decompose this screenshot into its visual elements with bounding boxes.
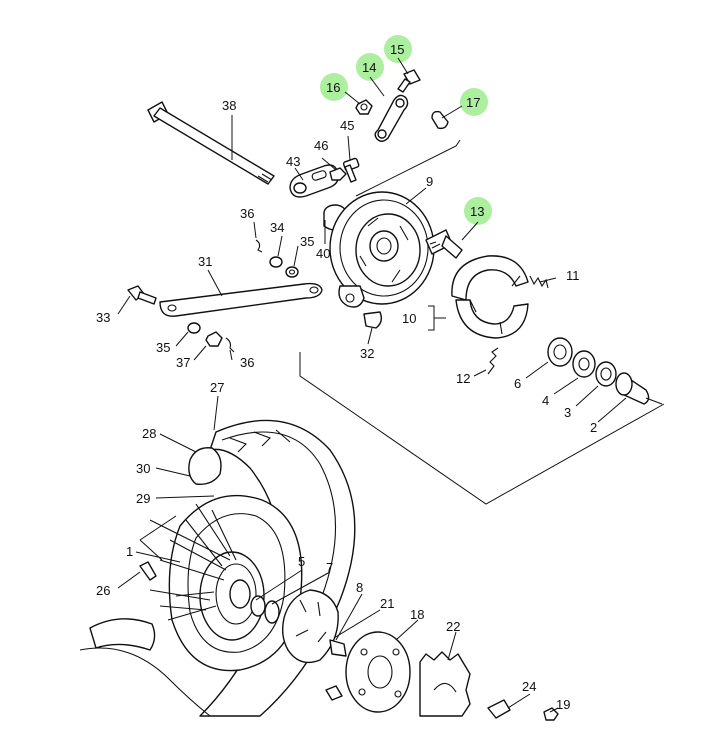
bolt-33 xyxy=(127,285,157,305)
brake-panel xyxy=(329,191,435,308)
label-15: 15 xyxy=(390,42,404,57)
nut-19 xyxy=(543,707,559,721)
label-43: 43 xyxy=(286,154,300,169)
label-40: 40 xyxy=(316,246,330,261)
label-4: 4 xyxy=(542,393,549,408)
brake-rod-link-14 xyxy=(374,94,409,142)
tire-outer-cut xyxy=(79,618,211,717)
label-21: 21 xyxy=(380,596,394,611)
bearing-4 xyxy=(572,350,596,378)
label-31: 31 xyxy=(198,254,212,269)
label-8: 8 xyxy=(356,580,363,595)
label-34: 34 xyxy=(270,220,284,235)
highlight-16 xyxy=(320,73,348,101)
label-35-upper: 35 xyxy=(300,234,314,249)
tension-bar-31 xyxy=(159,282,323,317)
label-22: 22 xyxy=(446,619,460,634)
highlight-13 xyxy=(464,197,492,225)
label-13: 13 xyxy=(470,204,484,219)
label-5: 5 xyxy=(298,554,305,569)
washer-34 xyxy=(269,256,283,268)
callout-labels: 38 43 40 46 45 15 14 16 17 9 13 10 11 12… xyxy=(96,42,597,712)
nut-37 xyxy=(205,331,223,347)
label-30: 30 xyxy=(136,461,150,476)
brake-adjuster-13 xyxy=(425,229,463,259)
wheel-hub xyxy=(199,551,265,641)
washer-35-upper xyxy=(285,266,299,278)
label-24: 24 xyxy=(522,679,536,694)
spring-12 xyxy=(487,347,499,375)
spoke-nipple-26 xyxy=(139,561,157,581)
assembly-line-top xyxy=(355,139,461,197)
cotter-pin-36-upper xyxy=(255,239,263,253)
label-1: 1 xyxy=(126,544,133,559)
label-9: 9 xyxy=(426,174,433,189)
label-36-lower: 36 xyxy=(240,355,254,370)
label-3: 3 xyxy=(564,405,571,420)
rear-axle-shaft xyxy=(147,101,275,185)
inner-tube xyxy=(188,447,222,485)
label-17: 17 xyxy=(466,95,480,110)
label-6: 6 xyxy=(514,376,521,391)
collar-8 xyxy=(329,639,347,657)
oil-seal-7 xyxy=(264,600,280,624)
label-37: 37 xyxy=(176,355,190,370)
brake-cam-lever xyxy=(289,164,339,198)
label-2: 2 xyxy=(590,420,597,435)
bolt-15 xyxy=(397,69,421,93)
assembly-line-left xyxy=(139,515,177,561)
label-36-upper: 36 xyxy=(240,206,254,221)
lock-washer-24 xyxy=(487,699,511,719)
bolt-45 xyxy=(342,157,360,183)
bolt-32 xyxy=(363,311,383,329)
label-29: 29 xyxy=(136,491,150,506)
washer-35-lower xyxy=(187,322,201,334)
brake-shoe-set xyxy=(451,255,529,339)
label-14: 14 xyxy=(362,60,376,75)
label-38: 38 xyxy=(222,98,236,113)
spacer-collar-2 xyxy=(615,372,663,405)
leader-lines xyxy=(117,57,627,713)
spring-11 xyxy=(529,275,549,289)
label-33: 33 xyxy=(96,310,110,325)
cotter-pin-17 xyxy=(431,110,449,130)
label-18: 18 xyxy=(410,607,424,622)
oil-seal-3 xyxy=(595,361,617,387)
bearing-5 xyxy=(250,595,266,617)
label-45: 45 xyxy=(340,118,354,133)
label-10: 10 xyxy=(402,311,416,326)
label-32: 32 xyxy=(360,346,374,361)
rear-sprocket-22 xyxy=(419,651,471,717)
label-27: 27 xyxy=(210,380,224,395)
label-46: 46 xyxy=(314,138,328,153)
label-19: 19 xyxy=(556,697,570,712)
highlight-15 xyxy=(384,35,412,63)
spokes xyxy=(149,503,237,621)
bolt-bottom xyxy=(325,685,343,701)
label-28: 28 xyxy=(142,426,156,441)
cotter-pin-36-lower xyxy=(225,337,235,353)
highlight-14 xyxy=(356,53,384,81)
label-16: 16 xyxy=(326,80,340,95)
label-11: 11 xyxy=(566,268,580,283)
assembly-line-right xyxy=(299,352,665,505)
highlight-17 xyxy=(460,88,488,116)
label-26: 26 xyxy=(96,583,110,598)
label-12: 12 xyxy=(456,371,470,386)
sprocket-hub-18 xyxy=(345,631,411,713)
nut-46 xyxy=(329,167,347,181)
bearing-6 xyxy=(547,337,573,367)
label-35-lower: 35 xyxy=(156,340,170,355)
label-7: 7 xyxy=(326,560,333,575)
